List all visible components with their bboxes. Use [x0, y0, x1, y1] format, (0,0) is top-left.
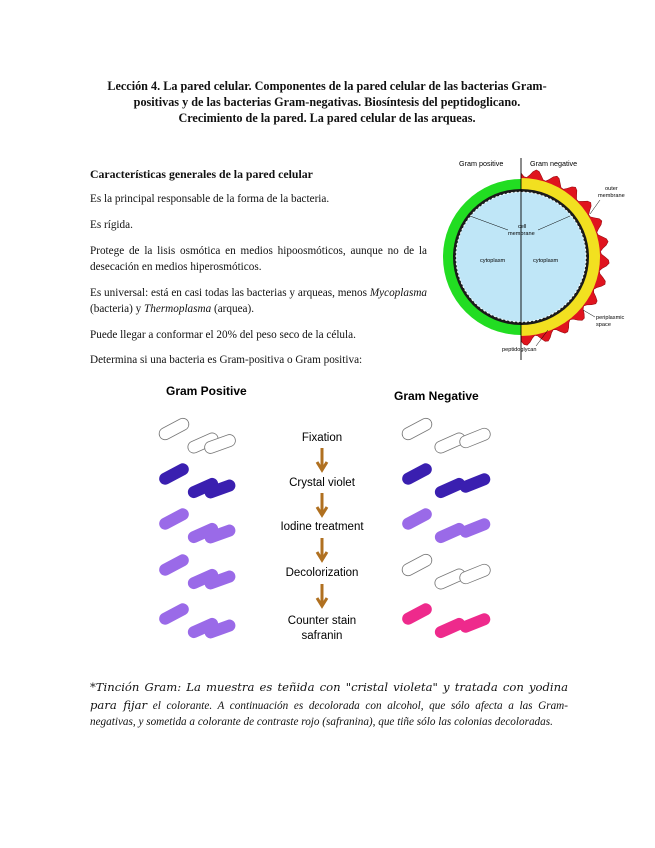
cell-membrane-label-1: cell: [518, 224, 526, 230]
step-crystal-violet: Crystal violet: [289, 477, 356, 489]
periplasmic-label-2: space: [596, 322, 611, 328]
periplasmic-label-1: periplasmic: [596, 315, 624, 321]
title-line-1: Lección 4. La pared celular. Componentes…: [107, 79, 547, 93]
gram-negative-label: Gram negative: [530, 159, 577, 168]
gram-negative-rod: [402, 463, 432, 485]
step-fixation: Fixation: [302, 432, 342, 444]
step-arrow: [315, 493, 329, 518]
step-iodine: Iodine treatment: [280, 521, 364, 533]
gram-negative-rod: [401, 553, 433, 577]
gram-stain-figure: Gram Positive Gram Negative Fixation Cry…: [158, 384, 491, 642]
cell-membrane-leader-right: [537, 215, 571, 231]
gram-positive-label: Gram positive: [459, 159, 503, 168]
lesson-title: Lección 4. La pared celular. Componentes…: [72, 78, 582, 126]
gram-negative-rod: [434, 477, 466, 499]
caption-lead: *Tinción Gram: La muestra es teñida con …: [90, 680, 568, 712]
paragraph-gram: Determina si una bacteria es Gram-positi…: [90, 354, 363, 366]
outer-membrane-label-1: outer: [605, 186, 618, 192]
gram-negative-rod: [401, 417, 433, 441]
step-arrow: [315, 584, 329, 609]
gram-negative-rod: [402, 603, 432, 625]
peptidoglycan-leader: [535, 329, 549, 347]
outer-membrane-leader: [589, 199, 601, 215]
cell-membrane-leader-left: [469, 215, 509, 231]
gram-positive-rod: [159, 463, 189, 485]
gram-negative-rod: [402, 508, 432, 530]
peptidoglycan-label: peptidoglycan: [502, 347, 537, 353]
gram-positive-rod: [204, 434, 236, 454]
paragraph-rigid: Es rígida.: [90, 219, 133, 231]
step-decolorization: Decolorization: [286, 567, 359, 579]
gram-positive-rod: [158, 417, 190, 441]
title-line-2: positivas y de las bacterias Gram-negati…: [133, 95, 521, 109]
paragraph-shape: Es la principal responsable de la forma …: [90, 193, 330, 205]
gram-positive-rod: [204, 570, 236, 590]
cytoplasm-label-left: cytoplasm: [480, 258, 506, 264]
cell-membrane-label-2: membrane: [508, 231, 535, 237]
gram-positive-rod: [159, 508, 189, 530]
step-counterstain-1: Counter stain: [288, 615, 356, 627]
gram-negative-rod: [434, 617, 466, 639]
paragraph-lysis: Protege de la lisis osmótica en medios h…: [90, 245, 427, 273]
gram-positive-heading: Gram Positive: [166, 384, 247, 398]
gram-negative-rod: [459, 427, 491, 449]
figure-caption: *Tinción Gram: La muestra es teñida con …: [90, 679, 568, 731]
cell-wall-figure: Gram positive Gram negative outer membra…: [443, 158, 625, 360]
outer-membrane-label-2: membrane: [598, 193, 625, 199]
thermoplasma-term: Thermoplasma: [144, 302, 212, 315]
paragraph-dry-weight: Puede llegar a conformar el 20% del peso…: [90, 329, 356, 341]
gram-negative-rod: [459, 473, 491, 493]
gram-negative-rod: [434, 522, 466, 544]
gram-negative-rod: [459, 518, 491, 538]
caption-rest: el colorante. A continuación es decolora…: [90, 699, 568, 729]
periplasmic-leader: [582, 309, 596, 318]
paragraph-universal: Es universal: está en casi todas las bac…: [90, 287, 427, 315]
gram-negative-heading: Gram Negative: [394, 389, 479, 403]
gram-positive-rod: [204, 619, 236, 639]
gram-positive-rod: [204, 524, 236, 544]
step-arrow: [315, 448, 329, 473]
section-heading: Características generales de la pared ce…: [90, 167, 313, 181]
mycoplasma-term: Mycoplasma: [369, 287, 427, 299]
step-arrow: [315, 538, 329, 563]
gram-positive-rod: [159, 603, 189, 625]
gram-positive-rod: [204, 479, 236, 499]
gram-positive-rod: [187, 568, 219, 590]
gram-negative-rod: [459, 613, 491, 633]
gram-positive-rod: [159, 554, 189, 576]
step-counterstain-2: safranin: [302, 630, 343, 642]
gram-positive-rod: [187, 617, 219, 639]
gram-positive-rod: [187, 477, 219, 499]
title-line-3: Crecimiento de la pared. La pared celula…: [178, 111, 476, 125]
cytoplasm-label-right: cytoplasm: [533, 258, 559, 264]
gram-positive-rod: [187, 522, 219, 544]
gram-negative-rod: [459, 563, 491, 585]
